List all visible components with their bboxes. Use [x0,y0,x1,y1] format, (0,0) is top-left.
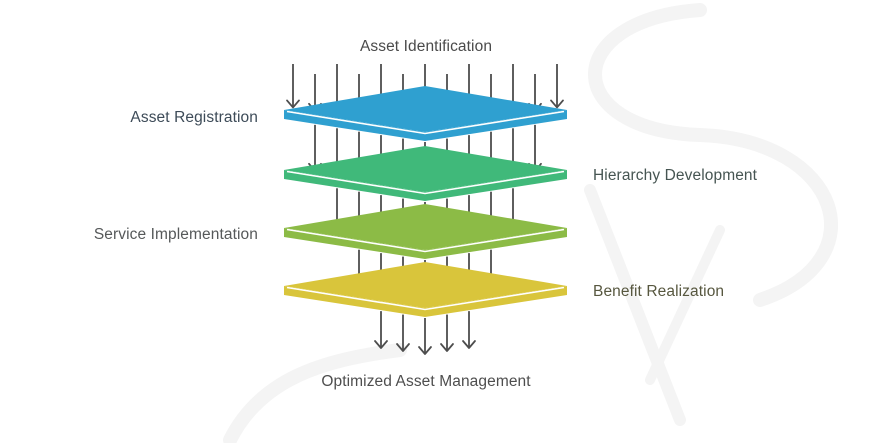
down-arrow [418,318,432,355]
layer-side [284,170,567,201]
layer-top-face [284,262,567,308]
down-arrow [550,64,564,109]
layer-top-face [284,86,567,132]
layer-label-hierarchy-development: Hierarchy Development [593,167,758,184]
watermark-stroke [645,225,725,385]
layer-label-asset-registration: Asset Registration [130,109,258,126]
arrowhead [286,99,300,109]
watermark-stroke [584,184,686,426]
arrowhead [396,343,410,352]
layer-label-service-implementation: Service Implementation [93,226,258,243]
layer-edge-highlight [286,228,565,253]
layer-slab-3 [284,204,567,259]
arrowhead [440,343,454,352]
down-arrow [308,124,322,172]
arrowhead [418,346,432,355]
layer-slab-2 [284,146,567,201]
watermark-curve [588,3,839,307]
down-arrow [396,314,410,352]
layer-top-face [284,146,567,192]
arrowhead [374,340,388,349]
watermark [223,3,839,443]
layer-side [284,110,567,141]
layer-slab-1 [284,86,567,141]
layer-side [284,228,567,259]
down-arrow [440,314,454,352]
layer-top-face [284,204,567,250]
layer-edge-highlight [286,286,565,311]
layers [284,64,567,355]
watermark-curve [223,343,407,443]
input-label: Asset Identification [359,38,493,55]
arrowhead [550,99,564,109]
output-label: Optimized Asset Management [321,373,531,390]
layer-edge-highlight [286,110,565,135]
down-arrow [286,64,300,109]
down-arrow [462,311,476,349]
layer-edge-highlight [286,170,565,195]
arrowhead [462,340,476,349]
down-arrow [374,311,388,349]
layer-side [284,286,567,317]
layer-label-benefit-realization: Benefit Realization [593,283,725,300]
layer-slab-4 [284,262,567,317]
